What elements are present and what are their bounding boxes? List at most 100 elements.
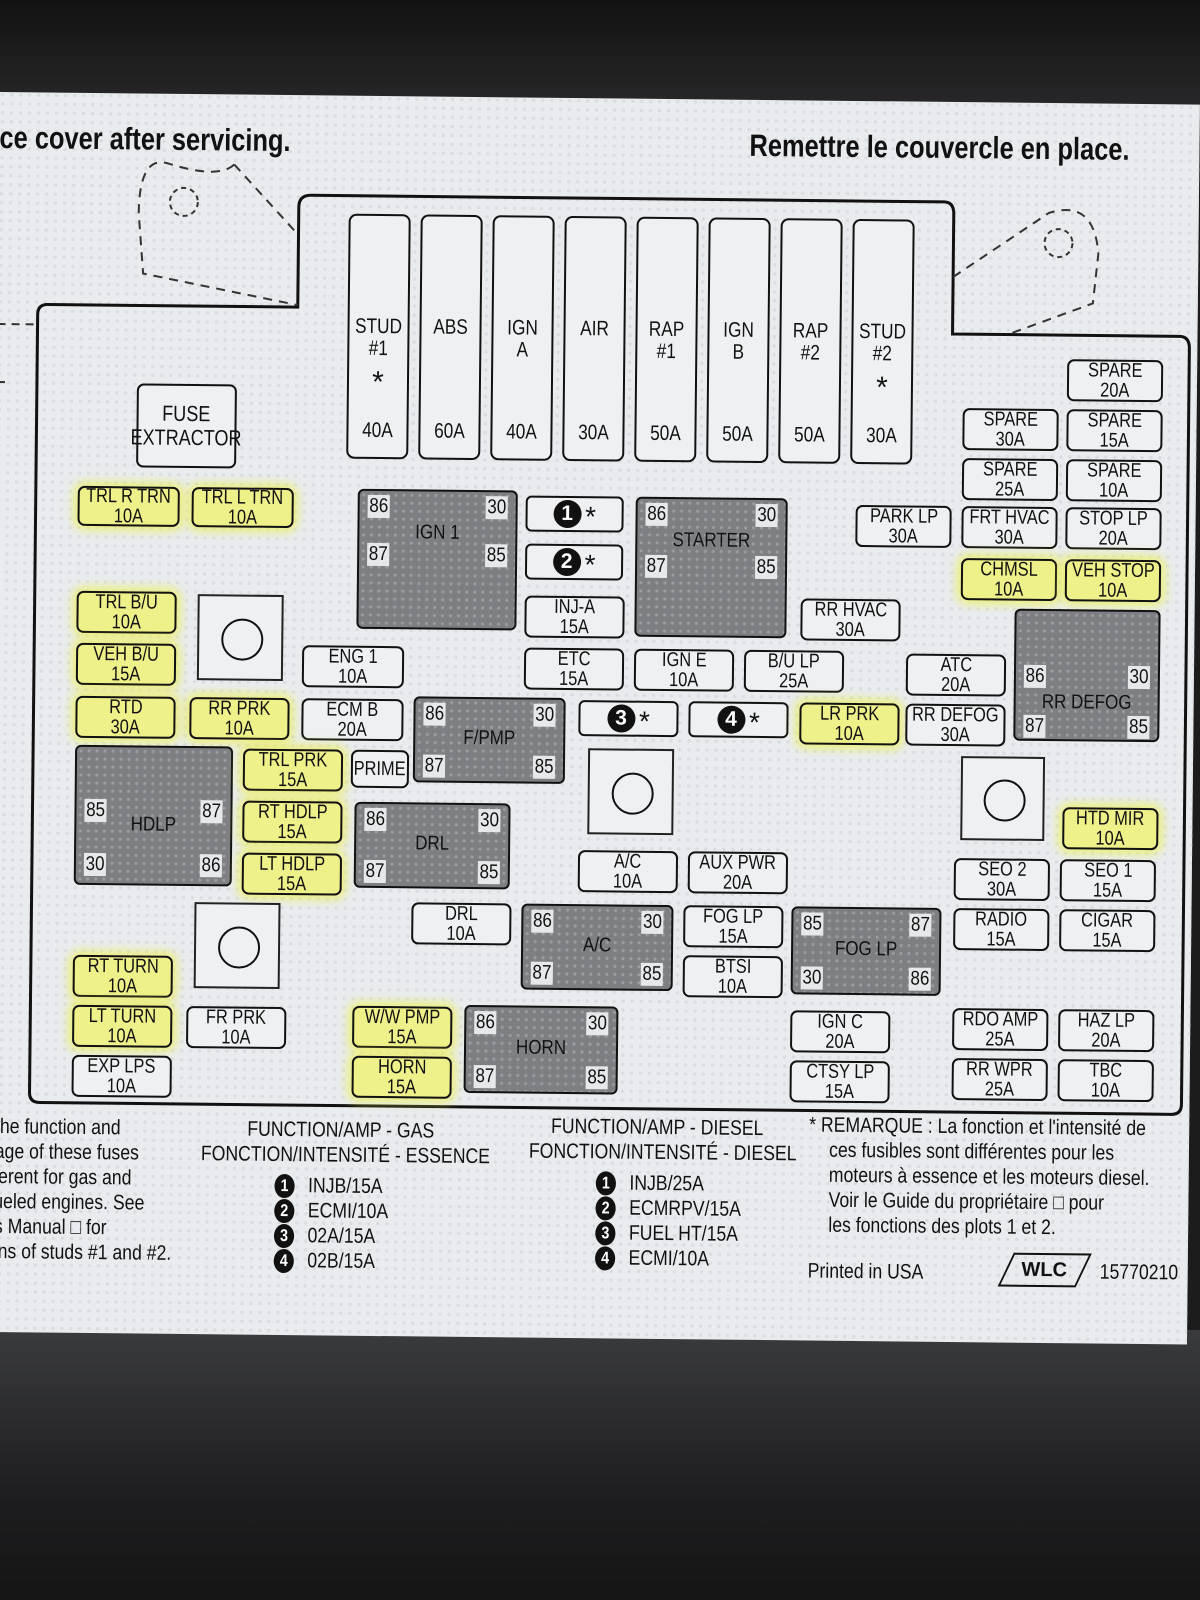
legend-text: 02B/15A: [307, 1249, 376, 1273]
relay-ac: 86 30 87 85 A/C: [520, 903, 674, 992]
fuse-amp: 10A: [669, 668, 699, 691]
fuse-amp: 10A: [106, 1074, 137, 1097]
relay-pin: 85: [477, 861, 501, 885]
relay-pin: 87: [363, 859, 387, 884]
legend-text: ECMI/10A: [628, 1246, 710, 1271]
relay-pin: 85: [754, 555, 778, 580]
maxi-fuse-rap-2: RAP #2 50A: [778, 218, 843, 464]
diesel-title: FUNCTION/AMP - DIESEL: [550, 1114, 764, 1141]
fuse-amp: 20A: [1091, 1028, 1121, 1052]
fuse-amp: 10A: [111, 610, 142, 634]
plot-star: *: [638, 705, 651, 737]
legend-number: 4: [594, 1245, 616, 1271]
relay-rr-defog: 86 30 87 85 RR DEFOG: [1013, 608, 1161, 743]
fuse-box-label: ce cover after servicing. Remettre le co…: [0, 92, 1200, 1345]
plot-number: 2: [552, 547, 581, 577]
relay-pin: 87: [644, 554, 668, 579]
relay-fpmp: 86 30 87 85 F/PMP: [412, 696, 566, 784]
legend-text: ECMI/10A: [307, 1199, 389, 1224]
maxi-fuse-star: *: [875, 371, 888, 405]
fuse-amp: 20A: [941, 673, 971, 696]
plot-number: 4: [716, 705, 746, 734]
footer-line: ons of studs #1 and #2.: [0, 1239, 172, 1265]
maxi-fuse-name: IGN B: [723, 318, 754, 364]
plot-star: *: [584, 501, 597, 533]
relay-pin: 86: [364, 807, 387, 832]
fuse-amp: 15A: [718, 925, 748, 948]
plot-number: 1: [553, 499, 582, 529]
fuse-amp: 25A: [995, 477, 1025, 501]
footer-note-left: The function and rage of these fuses ffe…: [0, 1114, 173, 1266]
fuse-extractor[interactable]: FUSE EXTRACTOR: [131, 383, 242, 469]
fuse-amp: 25A: [984, 1077, 1015, 1101]
relay-pin: 86: [645, 502, 669, 527]
fuse-extractor-label: FUSE EXTRACTOR: [130, 400, 242, 451]
wlc-logo: WLC: [997, 1252, 1092, 1288]
fuse-amp: 20A: [825, 1030, 855, 1053]
relay-pin: 85: [484, 544, 508, 568]
remark-note: * REMARQUE : La fonction et l'intensité …: [808, 1113, 1150, 1242]
legend-number: 2: [595, 1195, 616, 1221]
fuse-amp: 30A: [994, 525, 1025, 549]
footer-line: rs Manual □ for: [0, 1214, 107, 1240]
fuse-amp: 25A: [985, 1027, 1015, 1051]
diesel-legend: FUNCTION/AMP - DIESEL FONCTION/INTENSITÉ…: [528, 1114, 797, 1273]
fuse-amp: 10A: [107, 1024, 137, 1047]
relay-horn: 86 30 87 85 HORN: [463, 1004, 619, 1095]
engine-bay-bottom: [0, 1330, 1200, 1600]
maxi-fuse-amp: 40A: [362, 418, 393, 443]
relay-name: F/PMP: [463, 726, 516, 750]
relay-pin: 86: [908, 967, 931, 991]
legend-text: ECMRPV/15A: [629, 1196, 742, 1221]
relay-pin: 85: [585, 1066, 608, 1090]
fuse-amp: 10A: [221, 1025, 251, 1049]
fuse-amp: 10A: [1090, 1078, 1121, 1102]
relay-pin: 87: [422, 754, 446, 778]
relay-pin: 30: [800, 966, 824, 990]
remark-line: ces fusibles sont différentes pour les: [829, 1138, 1115, 1165]
fuse-amp: 30A: [995, 427, 1026, 451]
printed-in: Printed in USA: [807, 1259, 924, 1284]
fuse-amp: 15A: [559, 615, 590, 638]
fuse-prime: PRIME: [350, 749, 410, 789]
relay-pin: 30: [485, 496, 508, 520]
fuse-amp: 15A: [278, 768, 308, 791]
fuse-amp: 15A: [386, 1075, 417, 1098]
relay-pin: 86: [474, 1011, 497, 1035]
fuse-amp: 30A: [110, 715, 141, 738]
maxi-fuse-ign-a: IGN A 40A: [490, 215, 555, 461]
legend-number: 4: [273, 1248, 294, 1273]
relay-pin: 30: [755, 503, 778, 528]
fuse-amp: 10A: [1095, 827, 1125, 850]
plot-number: 3: [606, 704, 636, 733]
relay-pin: 86: [199, 854, 223, 878]
relay-pin: 30: [1127, 665, 1151, 690]
maxi-fuse-amp: 60A: [434, 419, 465, 443]
relay-pin: 30: [640, 910, 664, 934]
fuse-amp: 10A: [338, 665, 368, 688]
relay-name: HDLP: [130, 813, 177, 836]
fuse-amp: 20A: [1100, 379, 1130, 402]
relay-pin: 86: [367, 494, 391, 519]
fuse-amp: 10A: [224, 716, 255, 740]
legend-number: 1: [274, 1173, 295, 1198]
relay-pin: 85: [532, 755, 556, 779]
fuse-amp: 10A: [107, 974, 138, 997]
maxi-fuse-abs: ABS 60A: [418, 214, 483, 461]
